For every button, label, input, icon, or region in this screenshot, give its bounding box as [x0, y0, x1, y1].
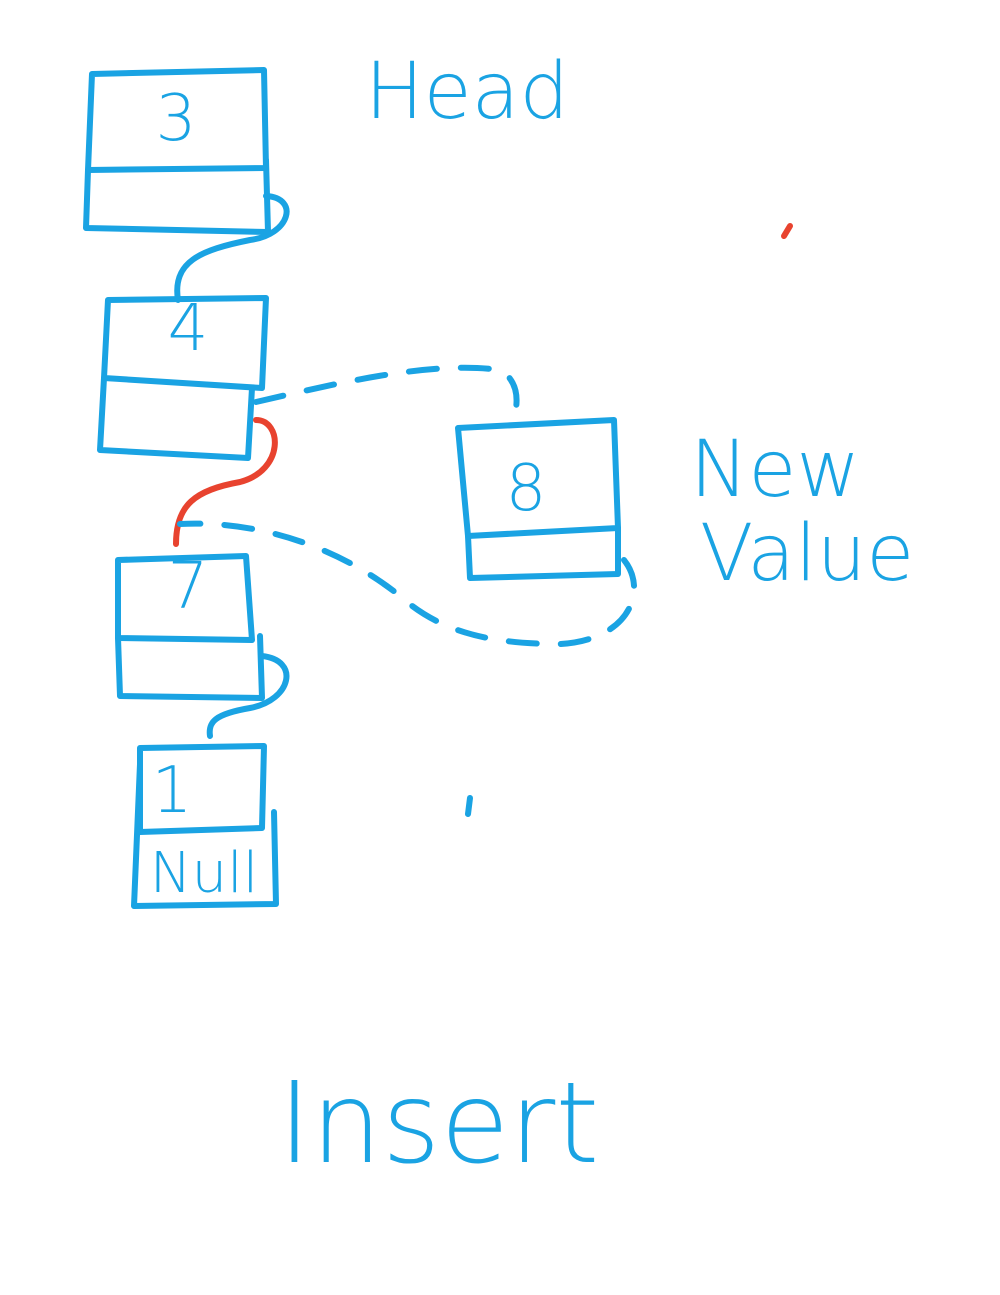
link-3-to-4: [174, 193, 290, 303]
link-7-to-1: [206, 653, 290, 739]
node-4-value: 4: [168, 292, 209, 366]
node-1-value: 1: [152, 754, 193, 828]
node-3-value: 3: [156, 82, 197, 156]
diagram-title: Insert: [278, 1059, 599, 1189]
old-link-4-to-7: [173, 417, 278, 547]
head-label: Head: [365, 47, 569, 137]
node-1: 1 Null: [131, 743, 279, 909]
null-pointer-label: Null: [150, 841, 259, 906]
node-3: 3: [83, 67, 271, 235]
new-node-value: 8: [506, 452, 547, 526]
new-link-4-to-8: [253, 364, 520, 411]
new-label-line2: Value: [700, 509, 914, 599]
new-node-8: 8: [455, 417, 621, 581]
stray-blue-mark: [465, 795, 473, 817]
new-link-8-to-7: [177, 520, 637, 647]
new-label-line1: New: [690, 425, 860, 515]
node-7: 7: [115, 550, 265, 701]
node-7-value: 7: [168, 550, 209, 624]
node-4: 4: [97, 292, 269, 461]
stray-red-mark: [781, 223, 793, 239]
